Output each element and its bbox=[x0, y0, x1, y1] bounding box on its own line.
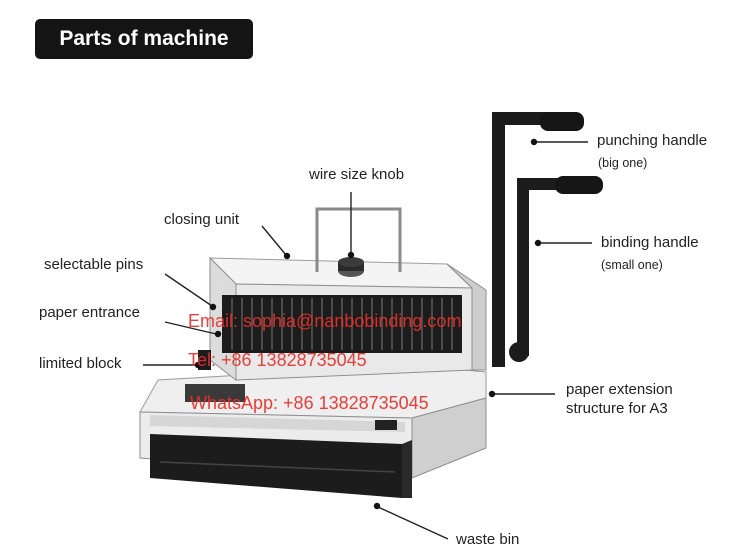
label-punching-handle: punching handle bbox=[597, 132, 708, 149]
label-paper-extension-line2: structure for A3 bbox=[566, 400, 668, 417]
watermark-whatsapp: WhatsApp: +86 13828735045 bbox=[190, 393, 429, 413]
label-binding-handle: binding handle bbox=[601, 234, 699, 251]
label-binding-handle-note: (small one) bbox=[601, 258, 663, 272]
watermark-tel: Tel: +86 13828735045 bbox=[188, 350, 367, 370]
binding-handle-shape bbox=[509, 176, 603, 362]
label-closing-unit: closing unit bbox=[164, 211, 240, 228]
page-title: Parts of machine bbox=[59, 27, 229, 50]
label-paper-entrance: paper entrance bbox=[39, 304, 140, 321]
label-punching-handle-note: (big one) bbox=[598, 156, 648, 170]
title-banner: Parts of machine bbox=[35, 19, 253, 59]
machine-base-shape bbox=[139, 364, 487, 498]
label-paper-extension-line1: paper extension bbox=[566, 381, 673, 398]
label-selectable-pins: selectable pins bbox=[44, 256, 144, 273]
limited-block-shape bbox=[198, 350, 211, 370]
watermark-email: Email: sophia@nanbobinding.com bbox=[188, 311, 462, 331]
punching-handle-shape bbox=[492, 112, 584, 367]
label-wire-size-knob: wire size knob bbox=[309, 166, 405, 183]
label-limited-block: limited block bbox=[39, 355, 122, 372]
label-waste-bin: waste bin bbox=[456, 531, 520, 548]
closing-unit-shape bbox=[208, 207, 487, 382]
